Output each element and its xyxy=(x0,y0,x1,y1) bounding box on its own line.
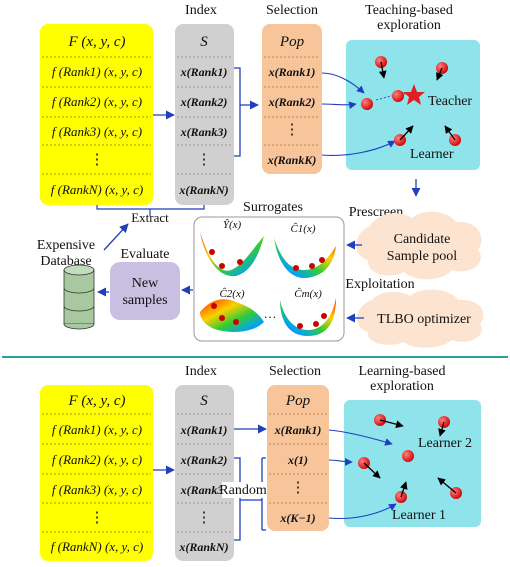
bottom-fn-row: ⋮ xyxy=(90,510,105,526)
top-index-title: S xyxy=(200,34,208,50)
top-header-teaching-2: exploration xyxy=(377,18,441,33)
candidate-label-1: Candidate xyxy=(394,232,451,247)
top-fn-title: F (x, y, c) xyxy=(67,34,125,50)
top-header-teaching-1: Teaching-based xyxy=(365,3,453,18)
surrogate-plot-c1 xyxy=(274,238,336,279)
expensive-db-label-1: Expensive xyxy=(37,238,95,253)
bottom-pop-title: Pop xyxy=(285,393,311,409)
new-samples-label-1: New xyxy=(132,276,159,291)
bottom-index-row: ⋮ xyxy=(197,510,212,526)
surrogates-title: Surrogates xyxy=(243,200,303,215)
evaluate-label: Evaluate xyxy=(121,247,170,262)
bottom-index-row: x(Rank1) xyxy=(180,423,228,437)
top-index-row: x(Rank3) xyxy=(180,125,228,139)
exploitation-label: Exploitation xyxy=(345,277,414,292)
learner2-label: Learner 2 xyxy=(418,436,472,451)
bottom-header-learning-1: Learning-based xyxy=(358,364,445,379)
top-fn-row: f (Rank3) (x, y, c) xyxy=(52,124,142,139)
bottom-pop-row: x(1) xyxy=(287,453,308,467)
top-pop-row: ⋮ xyxy=(285,122,300,138)
top-header-selection: Selection xyxy=(266,3,318,18)
top-index-column xyxy=(175,24,234,205)
top-fn-row: f (RankN) (x, y, c) xyxy=(51,182,143,197)
top-index-row: x(Rank1) xyxy=(180,65,228,79)
expensive-db-label-2: Database xyxy=(40,254,91,269)
top-index-row: x(Rank2) xyxy=(180,95,228,109)
surrogate-plot-c2 xyxy=(200,299,264,332)
top-pop-row: x(Rank1) xyxy=(268,65,316,79)
bottom-fn-row: f (Rank1) (x, y, c) xyxy=(52,422,142,437)
tlbo-label: TLBO optimizer xyxy=(377,312,471,327)
top-fn-row: f (Rank1) (x, y, c) xyxy=(52,64,142,79)
bottom-fn-row: f (RankN) (x, y, c) xyxy=(51,539,143,554)
top-pop-row: x(Rank2) xyxy=(268,95,316,109)
random-label: Random xyxy=(219,483,267,498)
bottom-learning-panel xyxy=(344,400,481,527)
bottom-index-row: x(RankN) xyxy=(178,540,228,554)
bottom-fn-title: F (x, y, c) xyxy=(67,393,125,409)
bottom-fn-row: f (Rank2) (x, y, c) xyxy=(52,452,142,467)
bottom-pop-row: x(Rank1) xyxy=(274,423,322,437)
top-pop-column xyxy=(262,24,322,174)
top-extract-bracket xyxy=(96,205,205,210)
top-extract-label: Extract xyxy=(131,210,169,225)
top-pop-title: Pop xyxy=(279,34,305,50)
bottom-index-title: S xyxy=(200,393,208,409)
bottom-header-index: Index xyxy=(185,364,217,379)
candidate-label-2: Sample pool xyxy=(387,249,457,264)
bottom-header-learning-2: exploration xyxy=(370,379,434,394)
surrogate-label-y: Ŷ(x) xyxy=(223,219,242,231)
bottom-pop-row: x(K−1) xyxy=(279,511,315,525)
bottom-header-selection: Selection xyxy=(269,364,321,379)
surrogate-label-c2: Ĉ2(x) xyxy=(219,288,244,300)
top-fn-row: ⋮ xyxy=(90,152,105,168)
top-teacher-label: Teacher xyxy=(428,94,472,109)
bottom-function-column xyxy=(40,385,153,561)
bottom-fn-row: f (Rank3) (x, y, c) xyxy=(52,482,142,497)
bottom-pop-column xyxy=(267,385,329,531)
top-function-column xyxy=(40,24,153,205)
top-index-pop-bracket xyxy=(234,67,258,157)
top-header-index: Index xyxy=(185,3,217,18)
tlbo-cloud xyxy=(357,289,484,348)
top-index-row: x(RankN) xyxy=(178,183,228,197)
top-learner-label: Learner xyxy=(410,147,454,162)
new-samples-box xyxy=(110,262,180,320)
learner1-label: Learner 1 xyxy=(392,508,446,523)
surrogate-label-cm: Ĉm(x) xyxy=(294,288,322,300)
new-samples-label-2: samples xyxy=(122,293,167,308)
top-index-row: ⋮ xyxy=(197,152,212,168)
database-icon xyxy=(63,264,95,330)
bottom-index-row: x(Rank2) xyxy=(180,453,228,467)
teacher-star-icon xyxy=(403,84,425,105)
top-fn-row: f (Rank2) (x, y, c) xyxy=(52,94,142,109)
surrogate-plot-cm xyxy=(280,298,336,336)
candidate-cloud xyxy=(356,211,482,280)
bottom-index-column xyxy=(175,385,234,561)
bottom-pop-row: ⋮ xyxy=(291,480,306,496)
surrogate-label-c1: Ĉ1(x) xyxy=(290,223,315,235)
surrogate-ellipsis: … xyxy=(264,306,277,321)
surrogate-plot-y xyxy=(200,232,264,277)
top-pop-row: x(RankK) xyxy=(267,153,317,167)
bottom-index-row: x(Rank3) xyxy=(180,483,228,497)
